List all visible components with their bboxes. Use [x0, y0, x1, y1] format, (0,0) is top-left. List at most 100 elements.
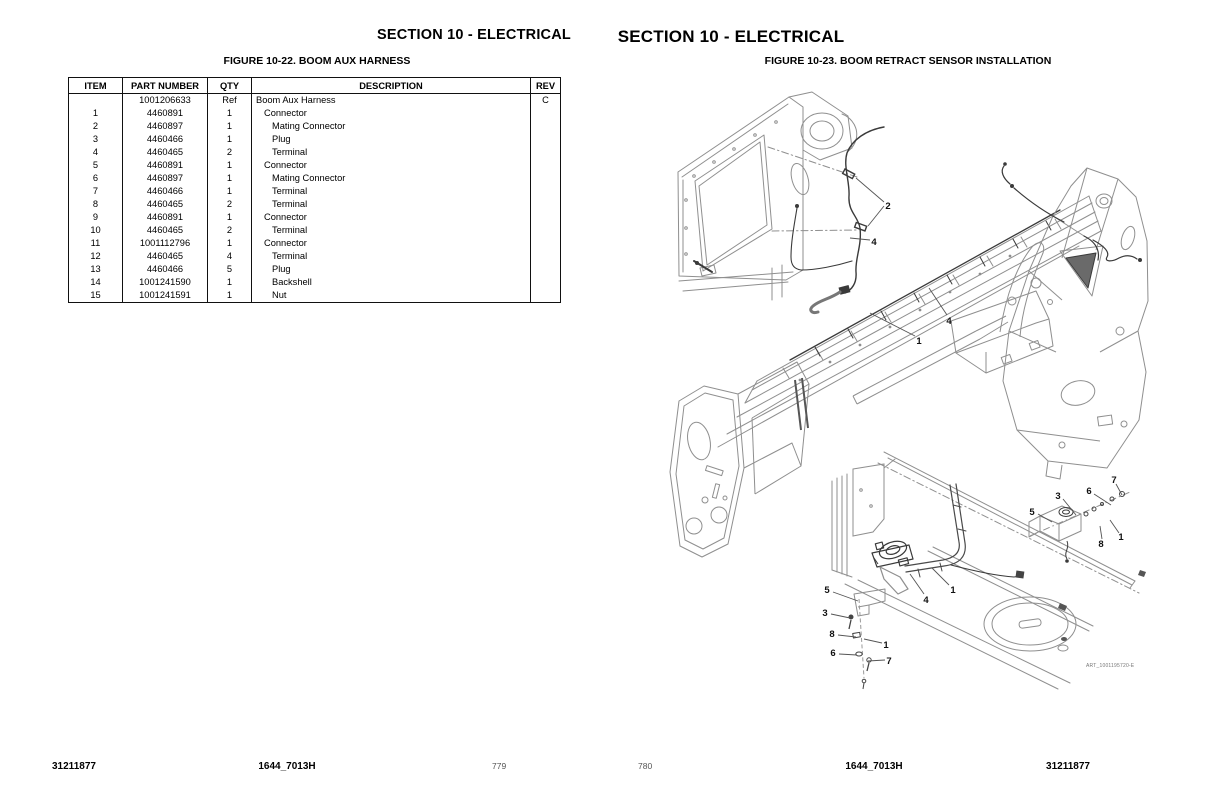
cell-qty: 2	[207, 198, 252, 211]
cell-qty: 4	[207, 250, 252, 263]
boom-nose-carriage	[669, 315, 1009, 558]
cell-part: 4460465	[122, 224, 208, 237]
art-reference-label: ART_1001195720-E	[1086, 663, 1135, 669]
cell-qty: 1	[207, 237, 252, 250]
cell-part: 1001241590	[122, 276, 208, 289]
cell-item: 13	[90, 264, 101, 274]
cell-part: 4460465	[122, 198, 208, 211]
callout-label: 7	[1111, 475, 1116, 486]
cell-rev	[530, 172, 561, 185]
cell-desc: Terminal	[251, 185, 531, 198]
cell-item: 12	[90, 251, 101, 261]
cell-item: 4	[92, 147, 99, 157]
cell-part: 4460466	[122, 185, 208, 198]
right-mount-bracket	[1028, 491, 1131, 563]
section-header-left: SECTION 10 - ELECTRICAL	[377, 27, 571, 43]
cell-desc: Nut	[251, 289, 531, 303]
parts-table: ITEM PART NUMBER QTY DESCRIPTION REV 100…	[68, 77, 561, 303]
parts-table-header-row: ITEM PART NUMBER QTY DESCRIPTION REV	[68, 77, 561, 94]
footer-file-ref-left: 1644_7013H	[258, 761, 316, 772]
figure-title-10-23: FIGURE 10-23. BOOM RETRACT SENSOR INSTAL…	[764, 55, 1052, 67]
cell-desc: Mating Connector	[251, 172, 531, 185]
cell-rev	[530, 120, 561, 133]
cell-item: 2	[92, 121, 99, 131]
cell-rev	[530, 237, 561, 250]
callout-label: 1	[883, 640, 889, 651]
callout-label: 1	[950, 585, 956, 596]
callout-label: 3	[1055, 491, 1060, 502]
cell-rev	[530, 276, 561, 289]
cell-rev	[530, 289, 561, 303]
cell-desc: Terminal	[251, 146, 531, 159]
cell-desc: Boom Aux Harness	[251, 93, 531, 107]
cell-rev	[530, 159, 561, 172]
cell-part: 4460897	[122, 172, 208, 185]
boom-harness-run	[789, 209, 1061, 361]
boom-outline	[717, 195, 1102, 448]
footer-page-number-left: 779	[492, 761, 507, 771]
col-header-qty: QTY	[207, 77, 252, 94]
cell-desc: Connector	[251, 107, 531, 120]
cell-qty: 1	[207, 289, 252, 303]
cell-rev	[530, 198, 561, 211]
col-header-rev: REV	[530, 77, 561, 94]
callout-label: 4	[946, 316, 952, 327]
footer-file-ref-right: 1644_7013H	[845, 761, 903, 772]
cell-item: 5	[92, 160, 99, 170]
cell-part: 1001206633	[122, 93, 208, 107]
cell-desc: Backshell	[251, 276, 531, 289]
cell-item: 7	[92, 186, 99, 196]
cell-item: 14	[90, 277, 101, 287]
cell-qty: 2	[207, 224, 252, 237]
cell-rev	[530, 224, 561, 237]
callout-label: 8	[1098, 539, 1103, 550]
cell-desc: Connector	[251, 237, 531, 250]
col-header-description: DESCRIPTION	[251, 77, 531, 94]
cell-item: 1	[92, 108, 99, 118]
cell-part: 4460891	[122, 211, 208, 224]
callout-label: 4	[871, 237, 877, 248]
cell-qty: 1	[207, 211, 252, 224]
cell-part: 4460891	[122, 159, 208, 172]
callout-label: 6	[1086, 486, 1091, 497]
cell-desc: Mating Connector	[251, 120, 531, 133]
panel-harness-cable	[693, 126, 885, 314]
cell-qty: 5	[207, 263, 252, 276]
boom-pivot-structure	[999, 167, 1149, 480]
cell-part: 4460465	[122, 146, 208, 159]
mid-support-frame	[950, 290, 1054, 374]
cell-rev: C	[530, 93, 561, 107]
cell-qty: 1	[207, 120, 252, 133]
sensor-harness-tube	[904, 483, 1025, 579]
retract-sensor-assembly	[871, 540, 914, 595]
callout-label: 2	[885, 201, 890, 212]
cell-rev	[530, 107, 561, 120]
cell-item: 15	[90, 290, 101, 300]
cell-item: 8	[92, 199, 99, 209]
cell-part: 4460466	[122, 133, 208, 146]
col-header-part-number: PART NUMBER	[122, 77, 208, 94]
footer-doc-number-left: 31211877	[52, 761, 96, 772]
cell-item: 3	[92, 134, 99, 144]
cell-qty: 1	[207, 172, 252, 185]
cell-rev	[530, 263, 561, 276]
callout-label: 1	[916, 336, 922, 347]
cell-rev	[530, 133, 561, 146]
cell-rev	[530, 250, 561, 263]
callout-label: 1	[1118, 532, 1124, 543]
cell-desc: Plug	[251, 133, 531, 146]
